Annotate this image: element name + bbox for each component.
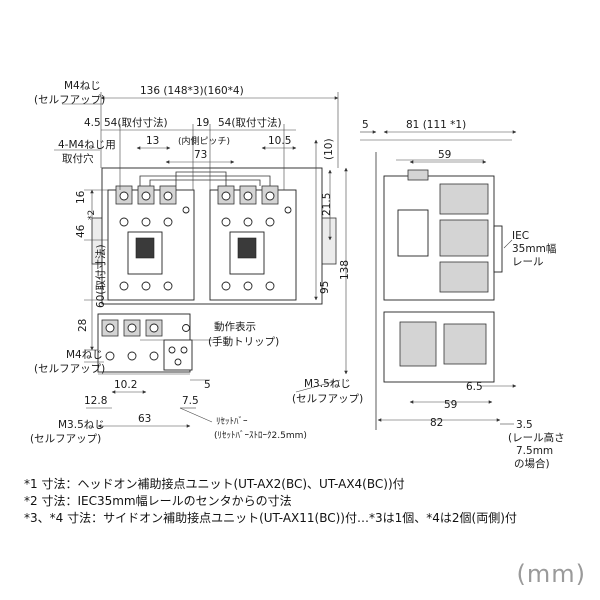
right-contactor: [209, 185, 297, 301]
label-dim-59-top: 59: [438, 149, 451, 161]
label-dim-3-5: 3.5: [516, 419, 533, 431]
footnote-1: *1 寸法：ヘッドオン補助接点ユニット(UT-AX2(BC)、UT-AX4(BC…: [24, 477, 405, 491]
footnote-3: *3、*4 寸法：サイドオン補助接点ユニット(UT-AX11(BC))付…*3は…: [24, 511, 517, 525]
label-m35-right: M3.5ねじ: [304, 378, 351, 390]
label-dim-12-8: 12.8: [84, 395, 107, 407]
label-dim-54b: 54(取付寸法): [218, 116, 282, 129]
label-inner-pitch: (内側ピッチ): [178, 135, 230, 147]
label-dim-5: 5: [204, 379, 211, 391]
label-dim-10: (10): [323, 138, 335, 160]
label-dim-7-5: 7.5: [182, 395, 199, 407]
label-dim-46: 46: [75, 224, 87, 238]
label-dim-63: 63: [138, 413, 151, 425]
label-dim-16: 16: [75, 190, 87, 204]
label-dim-28: 28: [77, 319, 89, 332]
footnote-2: *2 寸法：IEC35mm幅レールのセンタからの寸法: [24, 494, 292, 508]
label-operation-sub: (手動トリップ): [208, 335, 279, 348]
label-rail-height-value: 7.5mm: [516, 445, 553, 457]
label-iec-rail: レール: [512, 256, 544, 268]
label-dim-73: 73: [194, 149, 207, 161]
label-dim-136: 136 (148*3)(160*4): [140, 85, 244, 97]
label-dim-10-5: 10.5: [268, 135, 291, 147]
label-dim-6-5: 6.5: [466, 381, 483, 393]
label-mount-holes: 4-M4ねじ用: [58, 139, 116, 151]
label-m35-left-sub: (セルフアップ): [30, 433, 101, 445]
label-dim-138: 138: [339, 260, 351, 280]
footnotes: *1 寸法：ヘッドオン補助接点ユニット(UT-AX2(BC)、UT-AX4(BC…: [24, 476, 594, 527]
side-view: [360, 130, 517, 430]
label-dim-13: 13: [146, 135, 159, 147]
label-m35-left: M3.5ねじ: [58, 419, 105, 431]
label-dim-5-side: 5: [362, 119, 369, 131]
label-m4-screw-top-sub: (セルフアップ): [34, 94, 105, 106]
label-m4-screw-left-sub: (セルフアップ): [34, 363, 105, 375]
label-dim-2star: *2: [87, 210, 97, 220]
left-contactor: [107, 185, 195, 301]
label-rail-height: (レール高さ: [508, 431, 565, 444]
label-dim-60: 60(取付寸法): [94, 244, 107, 308]
label-m4-screw-left: M4ねじ: [66, 349, 103, 361]
label-iec: IEC: [512, 230, 529, 242]
label-dim-59-bottom: 59: [444, 399, 457, 411]
label-dim-54a: 54(取付寸法): [104, 116, 168, 129]
label-dim-19: 19: [196, 117, 209, 129]
label-dim-95: 95: [319, 281, 331, 294]
label-rail-height-case: の場合): [514, 457, 550, 470]
label-dim-21-5: 21.5: [321, 193, 333, 216]
label-iec-width: 35mm幅: [512, 242, 556, 255]
label-m35-right-sub: (セルフアップ): [292, 393, 363, 405]
label-dim-81: 81 (111 *1): [406, 119, 466, 131]
label-dim-4-5: 4.5: [84, 117, 101, 129]
label-operation: 動作表示: [214, 320, 256, 333]
thermal-relay: [97, 313, 193, 373]
unit-label: (mm): [516, 560, 586, 588]
front-view: [54, 92, 348, 428]
din-rail-side: [493, 225, 503, 273]
label-dim-82: 82: [430, 417, 443, 429]
label-reset-bar: ﾘｾｯﾄﾊﾞｰ: [216, 416, 248, 427]
label-m4-screw-top: M4ねじ: [64, 80, 101, 92]
interlock-wires: [139, 171, 271, 186]
label-dim-10-2: 10.2: [114, 379, 137, 391]
label-mount-holes-sub: 取付穴: [62, 152, 94, 165]
label-reset-stroke: (ﾘｾｯﾄﾊﾞｰｽﾄﾛｰｸ2.5mm): [214, 430, 307, 441]
